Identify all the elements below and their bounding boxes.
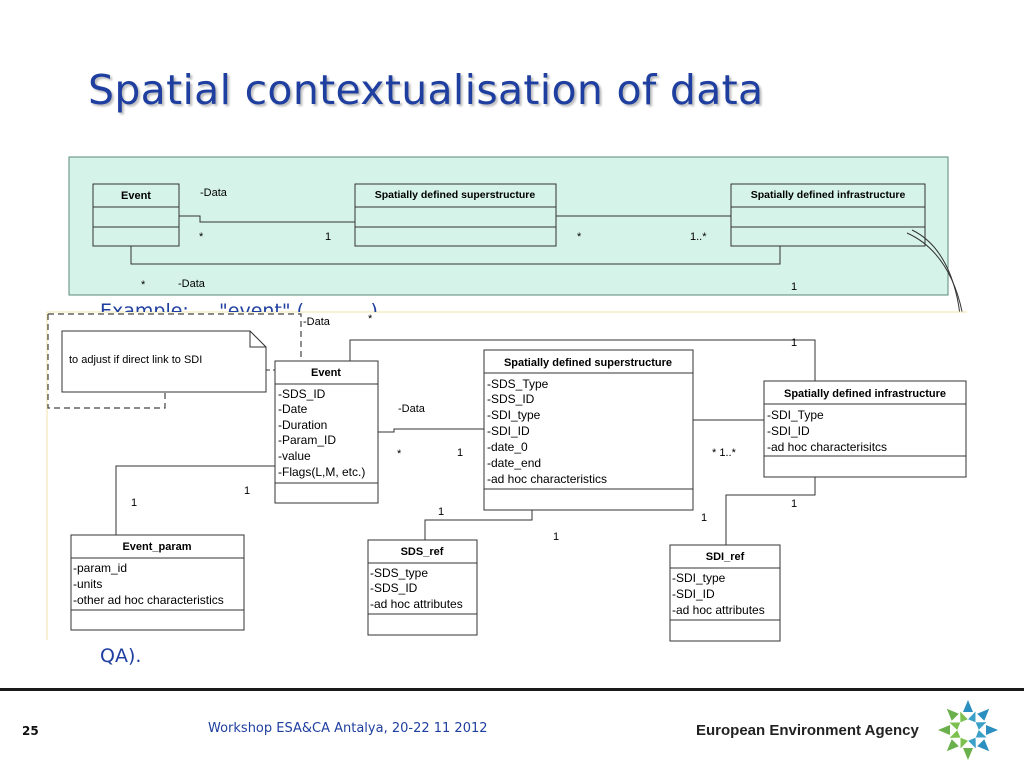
main-mult-sdiref-b: 1 [701, 512, 707, 524]
main-mult-sdsref-b: 1 [553, 531, 559, 543]
top-mult-one1: 1 [325, 231, 331, 243]
event-attr: -Flags(L,M, etc.) [278, 465, 365, 479]
top-event-class: Event [92, 183, 180, 247]
top-mult-one2: 1 [791, 281, 797, 293]
top-label-data1: -Data [200, 187, 228, 199]
event-param-class: Event_param -param_id -units -other ad h… [70, 534, 245, 631]
top-sds-class: Spatially defined superstructure [354, 183, 557, 247]
bullet-text-qa: QA). [100, 645, 142, 667]
main-mult-star-mid: * [397, 448, 402, 460]
main-mult-one-top: 1 [791, 337, 797, 349]
top-event-name: Event [121, 190, 151, 202]
sds-attr: -SDS_ID [487, 392, 535, 406]
main-associations [115, 339, 816, 545]
main-mult-sdsref-a: 1 [438, 506, 444, 518]
sdi-class-name: Spatially defined infrastructure [784, 388, 946, 400]
footer-text: Workshop ESA&CA Antalya, 20-22 11 2012 [208, 721, 488, 736]
sds-attr: -date_0 [487, 440, 528, 454]
sds-attr: -SDI_type [487, 408, 541, 422]
sdi-attr: -SDI_Type [767, 408, 824, 422]
event-attr: -Date [278, 402, 308, 416]
sdi-class: Spatially defined infrastructure -SDI_Ty… [763, 380, 967, 478]
main-mult-param-b: 1 [131, 497, 137, 509]
event-attr: -value [278, 449, 311, 463]
partially-hidden-text: Example: ... "event" (... ... ...) [100, 300, 378, 312]
sdi-attr: -SDI_ID [767, 424, 810, 438]
sds-attr: -date_end [487, 456, 541, 470]
event-class: Event -SDS_ID -Date -Duration -Param_ID … [274, 360, 379, 504]
sds-attr: -ad hoc characteristics [487, 472, 607, 486]
top-mult-star1: * [199, 231, 204, 243]
event-attr: -SDS_ID [278, 387, 326, 401]
slide-title: Spatial contextualisation of data [88, 66, 764, 114]
event-attr: -Param_ID [278, 433, 336, 447]
sdi-ref-attr: -SDI_type [672, 571, 726, 585]
event-class-name: Event [311, 367, 341, 379]
agency-name: European Environment Agency [696, 722, 919, 739]
event-attr: -Duration [278, 418, 327, 432]
main-mult-one-mid: 1 [457, 447, 463, 459]
main-mult-sdiref-a: 1 [791, 498, 797, 510]
sds-attr: -SDI_ID [487, 424, 530, 438]
sds-ref-class: SDS_ref -SDS_type -SDS_ID -ad hoc attrib… [367, 539, 478, 636]
sds-ref-attr: -SDS_ID [370, 581, 418, 595]
sds-class-name: Spatially defined superstructure [504, 357, 672, 369]
main-label-data-top: -Data [303, 316, 331, 328]
top-associations [130, 215, 781, 265]
sdi-attr: -ad hoc characterisitcs [767, 440, 887, 454]
top-sdi-class: Spatially defined infrastructure [730, 183, 926, 247]
sdi-ref-class: SDI_ref -SDI_type -SDI_ID -ad hoc attrib… [669, 544, 781, 642]
main-mult-1star: * 1..* [712, 447, 737, 459]
sds-class: Spatially defined superstructure -SDS_Ty… [483, 349, 694, 511]
footer-divider [0, 688, 1024, 691]
main-mult-param-a: 1 [244, 485, 250, 497]
event-param-name: Event_param [122, 541, 191, 553]
note-package [47, 313, 302, 409]
sds-attr: -SDS_Type [487, 377, 549, 391]
page-number: 25 [22, 724, 39, 738]
main-label-data-mid: -Data [398, 403, 426, 415]
top-sds-name: Spatially defined superstructure [375, 189, 536, 201]
sdi-ref-attr: -SDI_ID [672, 587, 715, 601]
sdi-ref-attr: -ad hoc attributes [672, 603, 765, 617]
top-mult-1star: 1..* [690, 231, 707, 243]
event-param-attr: -units [73, 577, 102, 591]
top-mult-star2: * [577, 231, 582, 243]
note-text: to adjust if direct link to SDI [69, 354, 202, 366]
event-param-attr: -other ad hoc characteristics [73, 593, 224, 607]
top-label-data2: -Data [178, 278, 206, 290]
sds-ref-name: SDS_ref [401, 546, 444, 558]
event-param-attr: -param_id [73, 561, 127, 575]
top-sdi-name: Spatially defined infrastructure [751, 189, 906, 201]
sds-ref-attr: -ad hoc attributes [370, 597, 463, 611]
top-mult-star3: * [141, 279, 146, 291]
sdi-ref-name: SDI_ref [706, 551, 745, 563]
eea-logo-icon [938, 700, 998, 760]
sds-ref-attr: -SDS_type [370, 566, 428, 580]
main-mult-star-top: * [368, 313, 373, 325]
